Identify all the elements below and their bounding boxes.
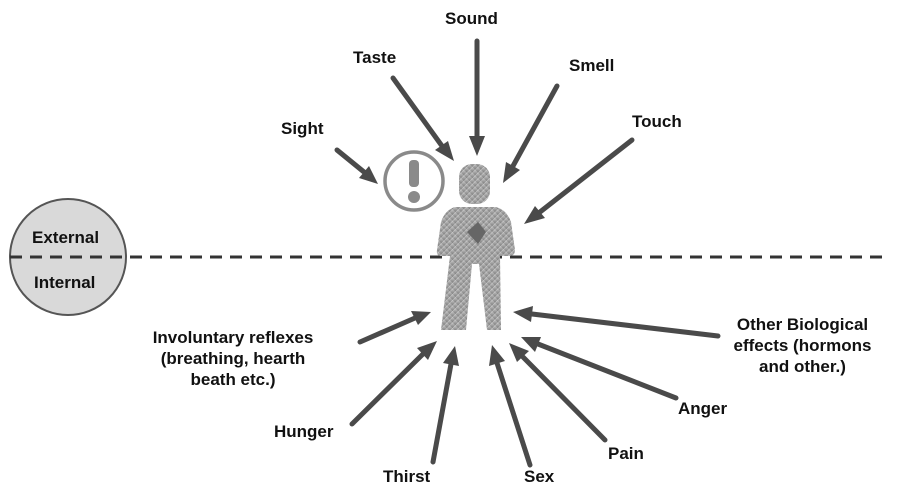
arrows <box>337 41 718 465</box>
arrow-biological <box>513 306 718 336</box>
zone-internal-label: Internal <box>34 272 95 293</box>
arrow-sight <box>337 150 378 184</box>
person-figure-icon <box>437 164 515 330</box>
arrow-taste <box>393 78 454 161</box>
label-smell: Smell <box>569 55 614 76</box>
label-taste: Taste <box>353 47 396 68</box>
arrow-hunger <box>352 341 437 424</box>
label-anger: Anger <box>678 398 727 419</box>
label-biological-line-2: effects (hormons <box>715 335 890 356</box>
arrow-smell <box>503 86 557 183</box>
label-biological-line-3: and other.) <box>715 356 890 377</box>
arrow-anger <box>521 337 676 398</box>
label-hunger: Hunger <box>274 421 334 442</box>
label-biological: Other Biological effects (hormons and ot… <box>715 314 890 377</box>
zone-external-label: External <box>32 227 99 248</box>
arrow-touch <box>524 140 632 224</box>
label-pain: Pain <box>608 443 644 464</box>
label-involuntary-line-3: beath etc.) <box>133 369 333 390</box>
label-involuntary: Involuntary reflexes (breathing, hearth … <box>133 327 333 390</box>
label-thirst: Thirst <box>383 466 430 487</box>
arrow-involuntary <box>360 311 431 342</box>
zone-circle <box>10 199 126 315</box>
arrow-sex <box>489 345 530 465</box>
arrow-thirst <box>433 346 459 462</box>
label-biological-line-1: Other Biological <box>715 314 890 335</box>
label-touch: Touch <box>632 111 682 132</box>
label-involuntary-line-1: Involuntary reflexes <box>133 327 333 348</box>
exclamation-alert-icon <box>385 152 443 210</box>
label-involuntary-line-2: (breathing, hearth <box>133 348 333 369</box>
arrow-sound <box>469 41 485 156</box>
label-sex: Sex <box>524 466 554 487</box>
label-sound: Sound <box>445 8 498 29</box>
label-sight: Sight <box>281 118 324 139</box>
arrow-pain <box>509 343 605 440</box>
